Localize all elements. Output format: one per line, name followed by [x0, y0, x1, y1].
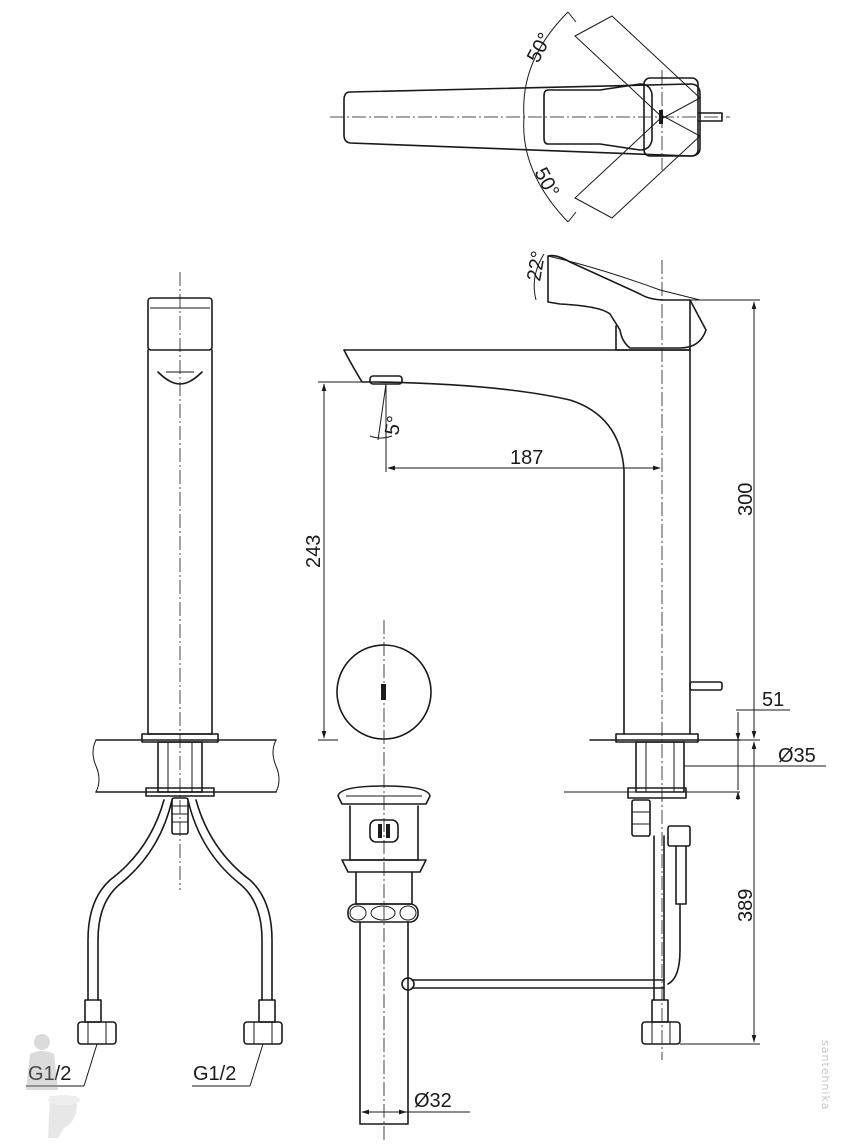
lever-angle-label: 22°: [523, 249, 550, 283]
hole-diameter-label: Ø35: [778, 745, 816, 767]
spout-reach-label: 187: [510, 447, 543, 469]
waste-assembly: [336, 620, 432, 1140]
total-height-label: 300: [735, 483, 757, 516]
dimension-lines: 300 243 187 5° 22° 51 Ø35 389: [303, 249, 826, 1115]
side-view: [343, 254, 741, 1060]
watermark-text: santehnika: [819, 1040, 832, 1110]
top-angle-lower-label: 50°: [530, 164, 564, 201]
inlet-right-label: G1/2: [193, 1063, 236, 1085]
spout-angle-label: 5°: [381, 414, 406, 437]
top-angle-upper-label: 50°: [523, 29, 557, 66]
watermark-logo: [26, 1034, 80, 1138]
spout-height-label: 243: [303, 535, 325, 568]
top-view-spout: [343, 83, 701, 157]
inlet-left-label: G1/2: [28, 1063, 71, 1085]
deck-thickness-label: 51: [762, 689, 784, 711]
waste-diameter-label: Ø32: [414, 1090, 452, 1112]
front-view: G1/2 G1/2: [26, 272, 283, 1087]
hose-length-label: 389: [735, 889, 757, 922]
top-view: 50° 50°: [330, 11, 730, 223]
